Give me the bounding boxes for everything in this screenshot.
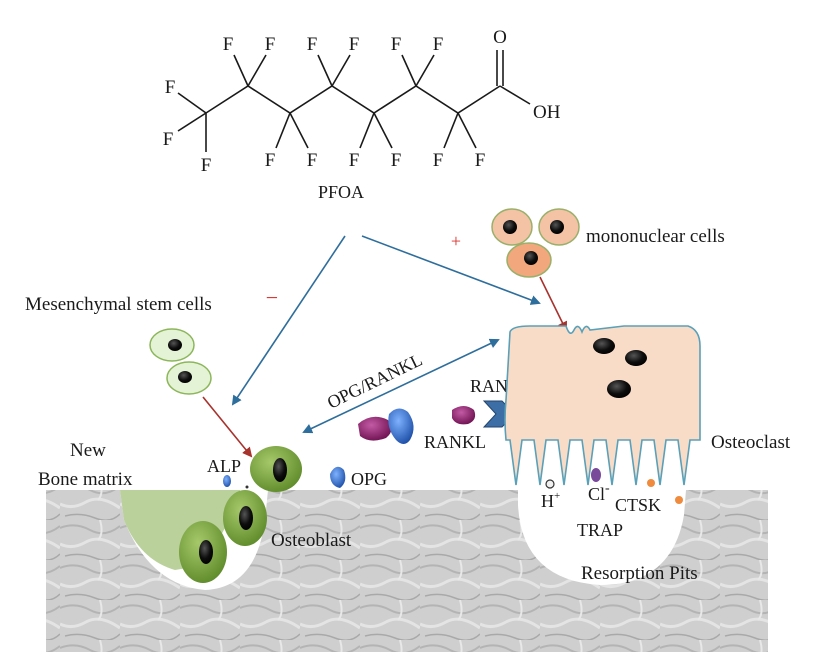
osteoclast-label: Osteoclast	[711, 432, 791, 453]
alp-label: ALP	[207, 456, 241, 476]
fluorine-atom: F	[391, 150, 402, 171]
rankl-label: RANKL	[424, 432, 486, 452]
mononuclear-cell	[506, 242, 552, 278]
osteoclast-body	[504, 325, 701, 486]
stem-cell	[149, 328, 195, 362]
osteoclast-nucleus	[607, 380, 631, 398]
fluorine-atom: F	[433, 150, 444, 171]
mononuclear-cells: mononuclear cells	[491, 208, 725, 278]
fluorine-atom: F	[475, 150, 486, 171]
fluorine-atom: F	[265, 34, 276, 55]
osteoblast-cell	[250, 446, 302, 492]
fluorine-atom: F	[265, 150, 276, 171]
hydrogen-ion-label: H+	[541, 490, 560, 511]
rankl-ligand	[452, 406, 476, 425]
fluorine-atom: F	[349, 150, 360, 171]
mononuclear-cell	[538, 208, 580, 246]
mononuclear-cells-label: mononuclear cells	[586, 226, 725, 247]
pfoa-structure: F F F F F F F F F F F F F F F O OH PFOA	[163, 27, 561, 202]
oxygen-atom: O	[493, 27, 507, 48]
opg-label: OPG	[351, 469, 387, 489]
osteoclast-nucleus	[593, 338, 615, 354]
fluorine-atom: F	[349, 34, 360, 55]
fluorine-atom: F	[307, 150, 318, 171]
fluorine-atom: F	[223, 34, 234, 55]
osteoblast-label: Osteoblast	[271, 530, 352, 551]
bone-tissue	[46, 490, 768, 652]
new-bone-matrix-label-line2: Bone matrix	[38, 469, 133, 490]
rankl-protein	[358, 416, 392, 441]
new-bone-matrix-label-line1: New	[70, 440, 106, 461]
fluorine-atom: F	[307, 34, 318, 55]
fluorine-atom: F	[165, 77, 176, 98]
ctsk-label: CTSK	[615, 495, 661, 515]
mononuclear-cell	[491, 208, 533, 246]
chloride-ion-label: Cl-	[588, 481, 610, 504]
mononuclear-to-osteoclast-arrow	[539, 276, 567, 332]
opg-rankl-complex	[358, 408, 414, 444]
osteoblast-cell	[223, 490, 267, 546]
mesenchymal-stem-cells-label: Mesenchymal stem cells	[25, 294, 212, 315]
pfoa-label: PFOA	[318, 182, 364, 202]
mesenchymal-stem-cells: Mesenchymal stem cells	[25, 294, 212, 395]
ctsk-marker	[675, 496, 683, 504]
fluorine-atom: F	[391, 34, 402, 55]
osteoblasts: Osteoblast	[179, 446, 352, 583]
fluorine-atoms: F F F F F F F F F F F F F F F	[163, 34, 486, 176]
pfoa-to-osteoclast-arrow	[361, 235, 541, 305]
msc-to-osteoblast-arrow	[202, 396, 253, 458]
osteoclast-cell: Osteoclast	[504, 325, 791, 486]
osteoclast-nucleus	[625, 350, 647, 366]
inhibition-sign: −	[266, 285, 278, 310]
trap-label: TRAP	[577, 520, 623, 540]
fluorine-atom: F	[201, 155, 212, 176]
hydrogen-ion-marker	[545, 479, 555, 489]
alp-marker	[223, 475, 231, 487]
pfoa-to-osteoblast-arrow	[231, 235, 346, 406]
alp-dot	[245, 485, 249, 489]
opg-rankl-double-arrow	[302, 338, 500, 434]
fluorine-atom: F	[163, 129, 174, 150]
carbon-chain-bonds	[177, 50, 531, 152]
stem-cell	[166, 361, 212, 395]
resorption-pit	[518, 490, 686, 585]
hydroxyl-group: OH	[533, 102, 561, 123]
opg-protein	[388, 408, 414, 444]
arrows	[202, 235, 567, 458]
stimulation-sign: +	[451, 231, 461, 251]
chloride-ion-marker	[591, 468, 601, 482]
opg-molecule	[330, 466, 346, 488]
osteoblast-cell	[179, 521, 227, 583]
resorption-pits-label: Resorption Pits	[581, 563, 698, 584]
ctsk-marker	[647, 479, 655, 487]
fluorine-atom: F	[433, 34, 444, 55]
